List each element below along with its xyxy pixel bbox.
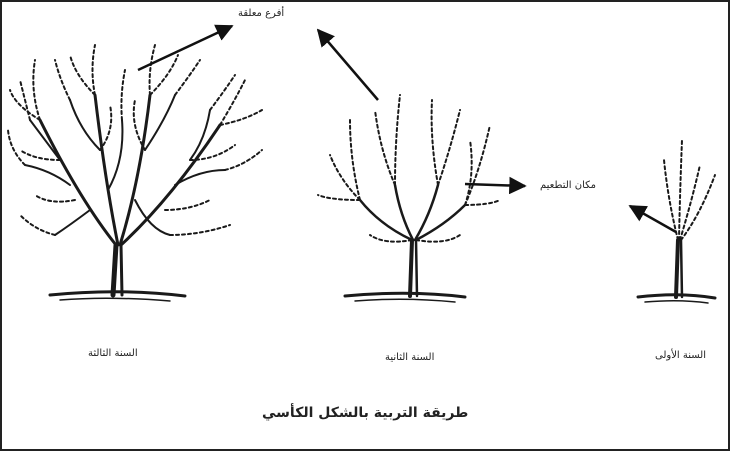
stage-label-second-year: السنة الثانية <box>385 352 434 363</box>
label-graft-site: مكان التطعيم <box>540 180 596 191</box>
arrow-to-branches-label <box>138 26 232 70</box>
tree-first-year <box>638 240 715 303</box>
stage-label-first-year: السنة الأولى <box>655 350 706 361</box>
arrow-to-graft-label <box>465 184 525 186</box>
label-main-branches: أفرع معلقة <box>238 8 284 19</box>
arrow-graft-point <box>630 206 676 232</box>
tree-second-year-shoots <box>318 95 500 242</box>
tree-second-year <box>345 185 465 302</box>
tree-third-year <box>25 95 225 301</box>
arrow-upward-shoots <box>318 30 378 100</box>
stage-label-third-year: السنة الثالثة <box>88 348 138 359</box>
tree-first-year-shoots <box>664 140 715 240</box>
diagram-caption: طريقة التربية بالشكل الكأسي <box>262 405 468 421</box>
